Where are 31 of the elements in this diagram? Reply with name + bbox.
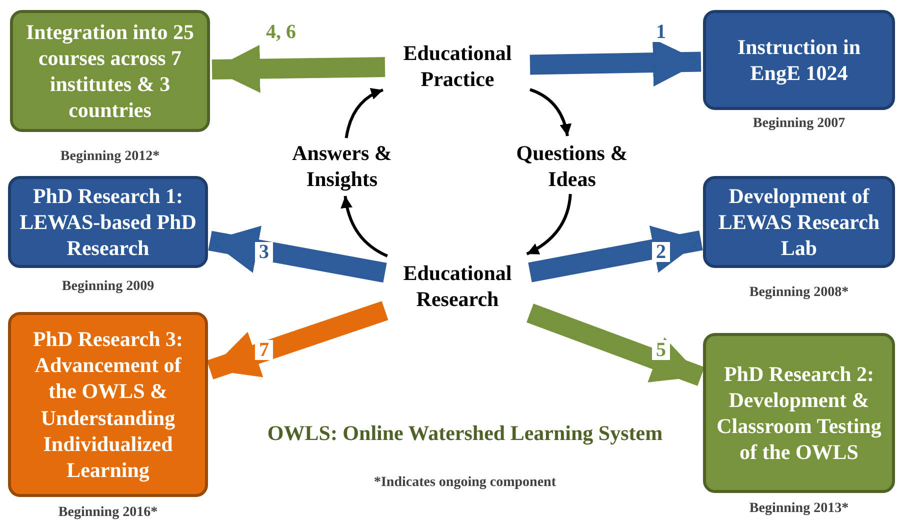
curved-arrow bbox=[529, 88, 572, 136]
cycle-label: Educational Practice bbox=[385, 36, 530, 96]
block-arrow bbox=[528, 226, 703, 282]
process-box: Development of LEWAS Research Lab bbox=[703, 176, 895, 268]
curved-arrow bbox=[526, 194, 572, 256]
date-note: Beginning 2009 bbox=[60, 278, 156, 296]
block-arrow bbox=[526, 304, 704, 386]
process-box: PhD Research 1: LEWAS-based PhD Research bbox=[8, 176, 208, 268]
block-arrow bbox=[212, 44, 386, 93]
block-arrow bbox=[208, 226, 387, 283]
curved-arrow bbox=[344, 88, 384, 138]
date-note: Beginning 2013* bbox=[748, 500, 850, 518]
cycle-label: Questions & Ideas bbox=[513, 138, 631, 194]
cycle-label: Answers & Insights bbox=[283, 138, 401, 194]
edge-label: 5 bbox=[652, 340, 670, 360]
cycle-label: Educational Research bbox=[385, 256, 530, 316]
date-note: Beginning 2012* bbox=[59, 148, 161, 166]
footnote: *Indicates ongoing component bbox=[372, 474, 558, 492]
process-box: PhD Research 3: Advancement of the OWLS & Understanding Individualized Learning bbox=[8, 312, 208, 497]
block-arrow bbox=[206, 301, 388, 380]
process-box: PhD Research 2: Development & Classroom Testing of the OWLS bbox=[703, 333, 895, 493]
process-box: Instruction in EngE 1024 bbox=[703, 10, 895, 110]
date-note: Beginning 2007 bbox=[752, 115, 846, 133]
edge-label: 3 bbox=[255, 242, 273, 262]
acronym-note: OWLS: Online Watershed Learning System bbox=[266, 420, 664, 447]
curved-arrow bbox=[341, 196, 388, 258]
edge-label: 7 bbox=[255, 340, 273, 360]
date-note: Beginning 2016* bbox=[57, 504, 159, 522]
date-note: Beginning 2008* bbox=[748, 284, 850, 302]
process-box: Integration into 25 courses across 7 institutes & 3 countries bbox=[10, 10, 210, 132]
edge-label: 2 bbox=[652, 242, 670, 262]
